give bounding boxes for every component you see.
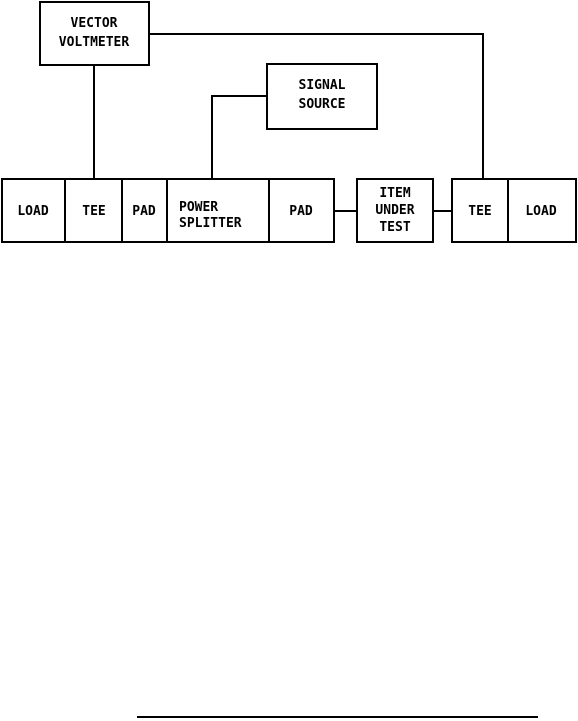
left-chain: LOAD TEE PAD POWER SPLITTER PAD: [1, 178, 335, 243]
tee-right-label: TEE: [468, 204, 491, 219]
load-right-box: [507, 178, 577, 243]
power-splitter-label-line2: SPLITTER: [179, 216, 242, 231]
load-right-label: LOAD: [525, 204, 556, 219]
vector-voltmeter-label-line1: VECTOR: [71, 16, 118, 31]
item-under-test-label-line3: TEST: [379, 220, 410, 235]
vector-voltmeter-label-line2: VOLTMETER: [59, 35, 130, 50]
power-splitter-label-line1: POWER: [179, 200, 218, 215]
connections: [93, 33, 484, 212]
pad-left-label: PAD: [132, 204, 156, 219]
pad-right-box: [268, 178, 335, 243]
wire-voltmeter-to-tee-right: [149, 33, 484, 179]
tee-left-box: [64, 178, 123, 243]
item-under-test-block: ITEM UNDER TEST: [356, 178, 434, 243]
vector-voltmeter-box: [39, 1, 150, 66]
item-under-test-label-line1: ITEM: [379, 186, 410, 201]
tee-left-label: TEE: [82, 204, 105, 219]
signal-source-block: SIGNAL SOURCE: [266, 63, 378, 130]
item-under-test-label-line2: UNDER: [375, 203, 414, 218]
signal-source-label-line2: SOURCE: [299, 97, 346, 112]
wire-signal-source-to-power-splitter: [211, 95, 267, 179]
signal-source-label-line1: SIGNAL: [299, 78, 346, 93]
vector-voltmeter-block: VECTOR VOLTMETER: [39, 1, 150, 66]
item-under-test-box: [356, 178, 434, 243]
signal-source-box: [266, 63, 378, 130]
right-chain: TEE LOAD: [451, 178, 577, 243]
power-splitter-box: [166, 178, 270, 243]
pad-right-label: PAD: [289, 204, 313, 219]
load-left-label: LOAD: [17, 204, 48, 219]
